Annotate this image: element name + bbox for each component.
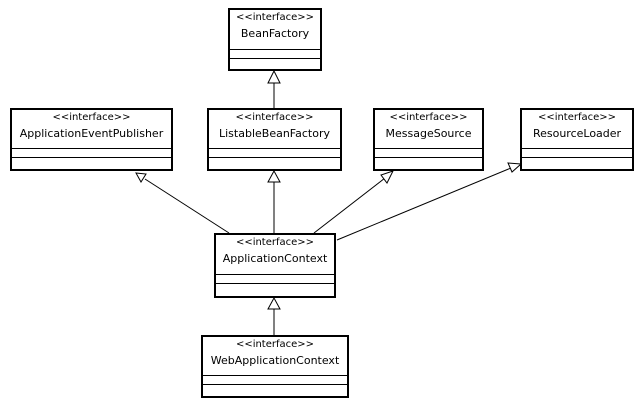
generalization-listable-to-beanfactory: [267, 69, 281, 108]
stereotype-label: <<interface>>: [235, 112, 314, 123]
class-message-source[interactable]: <<interface>> MessageSource: [373, 108, 484, 171]
methods-divider: [209, 157, 340, 158]
methods-divider: [230, 58, 320, 59]
class-header: <<interface>> WebApplicationContext: [203, 337, 347, 368]
class-application-context[interactable]: <<interface>> ApplicationContext: [214, 233, 336, 298]
class-name: ListableBeanFactory: [219, 127, 330, 140]
stereotype-label: <<interface>>: [537, 112, 617, 123]
class-name: ResourceLoader: [532, 127, 622, 140]
methods-divider: [375, 157, 482, 158]
attributes-divider: [209, 148, 340, 149]
generalization-context-to-resourceloader: [336, 162, 523, 241]
class-header: <<interface>> MessageSource: [375, 110, 482, 141]
methods-divider: [12, 157, 171, 158]
stereotype-label: <<interface>>: [52, 112, 131, 123]
attributes-divider: [522, 148, 632, 149]
class-bean-factory[interactable]: <<interface>> BeanFactory: [228, 8, 322, 71]
class-header: <<interface>> ApplicationContext: [216, 235, 334, 266]
attributes-divider: [375, 148, 482, 149]
class-header: <<interface>> ApplicationEventPublisher: [12, 110, 171, 141]
class-resource-loader[interactable]: <<interface>> ResourceLoader: [520, 108, 634, 171]
stereotype-label: <<interface>>: [235, 339, 315, 350]
class-application-event-publisher[interactable]: <<interface>> ApplicationEventPublisher: [10, 108, 173, 171]
class-header: <<interface>> ResourceLoader: [522, 110, 632, 141]
generalization-web-to-context: [267, 296, 281, 335]
class-name: BeanFactory: [240, 27, 310, 40]
class-name: ApplicationContext: [222, 252, 328, 265]
attributes-divider: [230, 49, 320, 50]
class-name: ApplicationEventPublisher: [19, 127, 164, 140]
class-name: MessageSource: [385, 127, 472, 140]
class-web-application-context[interactable]: <<interface>> WebApplicationContext: [201, 335, 349, 398]
class-header: <<interface>> ListableBeanFactory: [209, 110, 340, 141]
stereotype-label: <<interface>>: [235, 237, 315, 248]
attributes-divider: [12, 148, 171, 149]
methods-divider: [522, 157, 632, 158]
class-name: WebApplicationContext: [210, 354, 340, 367]
class-header: <<interface>> BeanFactory: [230, 10, 320, 41]
stereotype-label: <<interface>>: [235, 12, 315, 23]
attributes-divider: [203, 375, 347, 376]
attributes-divider: [216, 274, 334, 275]
generalization-context-to-messagesource: [313, 170, 394, 234]
generalization-context-to-listable: [267, 169, 281, 233]
methods-divider: [203, 384, 347, 385]
methods-divider: [216, 283, 334, 284]
class-listable-bean-factory[interactable]: <<interface>> ListableBeanFactory: [207, 108, 342, 171]
generalization-context-to-eventpublisher: [135, 172, 230, 234]
stereotype-label: <<interface>>: [389, 112, 468, 123]
